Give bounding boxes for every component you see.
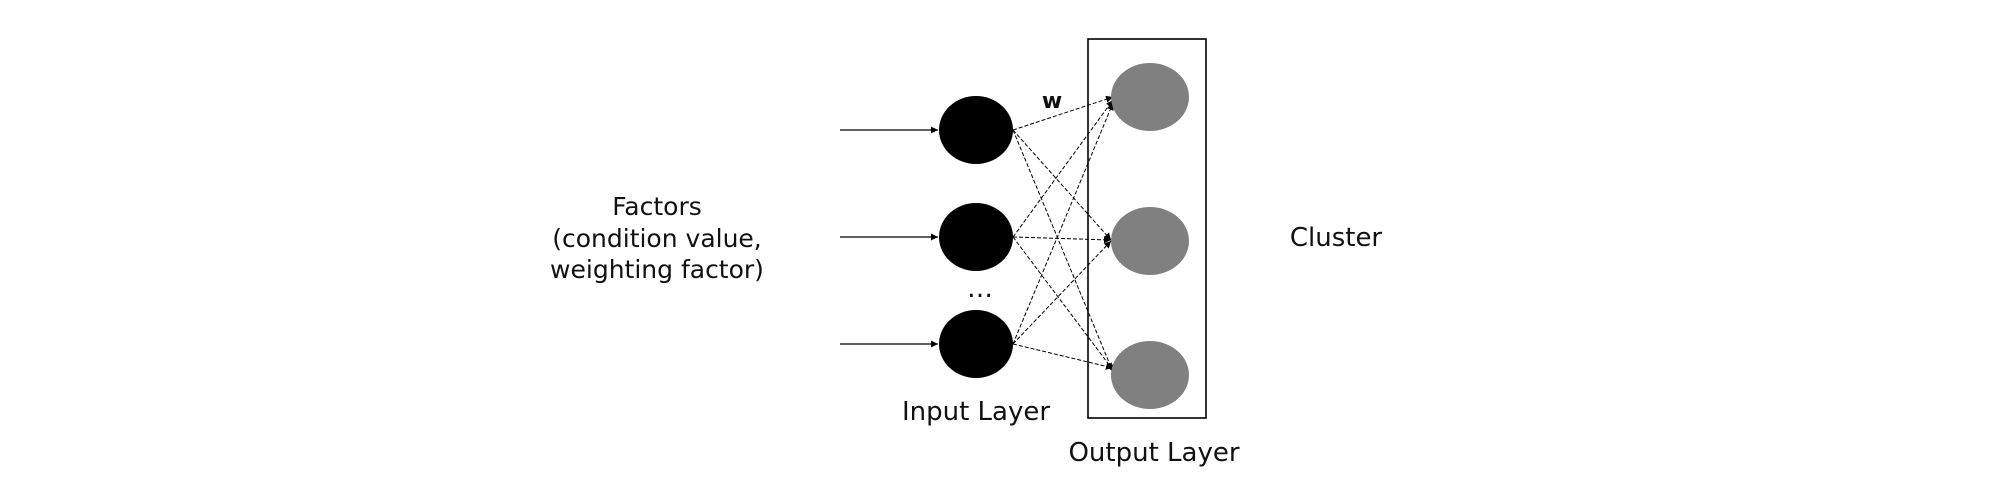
output-node-3	[1111, 341, 1189, 409]
output-layer-label: Output Layer	[1068, 438, 1239, 468]
factors-detail-line-2: weighting factor)	[550, 255, 764, 284]
connection-2-1	[1012, 99, 1114, 238]
cluster-label: Cluster	[1290, 223, 1383, 253]
input-layer-label: Input Layer	[902, 397, 1050, 427]
connection-2-3	[1012, 236, 1114, 371]
connection-1-3	[1012, 129, 1114, 373]
connection-1-2	[1012, 129, 1112, 241]
factors-detail-line-1: (condition value,	[552, 224, 762, 253]
ellipsis-label: …	[967, 274, 993, 304]
connection-2-2	[1012, 236, 1112, 244]
output-nodes	[1111, 63, 1189, 409]
input-node-1	[939, 96, 1013, 164]
output-node-1	[1111, 63, 1189, 131]
output-layer-box	[1087, 38, 1207, 419]
input-nodes	[939, 96, 1013, 378]
weight-connections	[1012, 95, 1114, 373]
connection-3-3	[1012, 343, 1114, 370]
connection-1-1	[1012, 95, 1114, 131]
output-node-2	[1111, 207, 1189, 275]
input-node-3	[939, 310, 1013, 378]
connection-3-1	[1012, 102, 1114, 345]
factors-label: Factors	[612, 192, 702, 221]
input-arrows	[840, 126, 938, 348]
input-node-2	[939, 203, 1013, 271]
weight-label: w	[1042, 89, 1062, 114]
